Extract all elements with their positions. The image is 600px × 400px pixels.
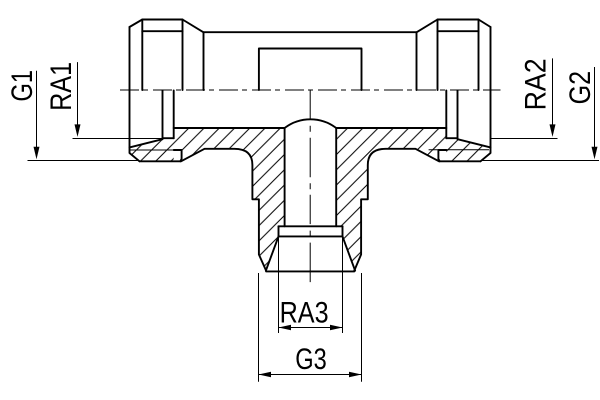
svg-text:G2: G2 [564,71,597,105]
svg-text:RA3: RA3 [280,296,329,329]
svg-text:RA1: RA1 [45,62,78,111]
svg-text:G1: G1 [6,70,39,102]
svg-text:G3: G3 [295,343,327,376]
svg-text:RA2: RA2 [520,58,553,110]
